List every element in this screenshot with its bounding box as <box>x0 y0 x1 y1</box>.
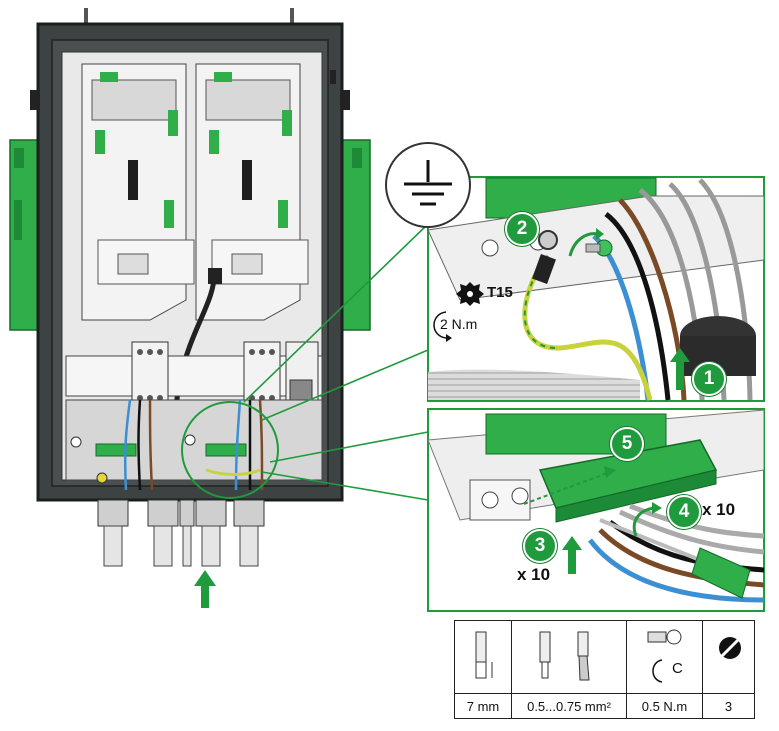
terminal-block-left <box>95 443 137 457</box>
torx-icon <box>456 282 484 306</box>
step-badge-2: 2 <box>505 212 539 246</box>
insert-arrow-icon <box>670 348 690 390</box>
terminal-torque-value: 0.5 N.m <box>626 693 703 719</box>
spec-cell-torque-icons <box>626 620 703 694</box>
terminal-block-right <box>205 443 247 457</box>
wire-section-value: 0.5...0.75 mm² <box>511 693 627 719</box>
multiplier-top: x 10 <box>702 500 736 519</box>
step-badge-3: 3 <box>523 529 557 563</box>
terminal-connector-plug <box>538 439 718 523</box>
detail-panel-ground <box>427 176 765 402</box>
spec-cell-wire-icons <box>511 620 627 694</box>
ground-torque-label: 2 N.m <box>440 316 478 332</box>
step-badge-1: 1 <box>692 362 726 396</box>
multiplier-left: x 10 <box>517 565 551 584</box>
strip-length-value: 7 mm <box>454 693 512 719</box>
enclosure <box>9 8 371 608</box>
zoom-circle <box>181 401 279 499</box>
ground-icon <box>385 142 471 228</box>
insert-arrow-icon <box>562 536 582 574</box>
torx-label: T15 <box>487 284 513 301</box>
step-badge-5: 5 <box>610 427 644 461</box>
drive-module-left <box>81 63 195 321</box>
mounting-bracket-right <box>339 139 371 331</box>
spec-table: 7 mm 0.5...0.75 mm² 0.5 N.m 3 <box>454 620 755 719</box>
torque-arrow-icon <box>433 311 452 342</box>
drive-module-right <box>195 63 309 321</box>
flat-screwdriver-icon <box>599 518 751 599</box>
step-badge-4: 4 <box>667 495 701 529</box>
screwdriver-size-value: 3 <box>702 693 755 719</box>
insert-arrow-icon <box>194 570 216 608</box>
zoom-connectors <box>243 223 429 501</box>
cable-glands <box>97 499 265 567</box>
spec-cell-screwdriver-icon <box>702 620 755 694</box>
screw-icon <box>585 239 613 257</box>
mounting-bracket-left <box>9 139 41 331</box>
detail-panel-terminal <box>427 408 765 612</box>
spec-cell-strip-icon <box>454 620 512 694</box>
